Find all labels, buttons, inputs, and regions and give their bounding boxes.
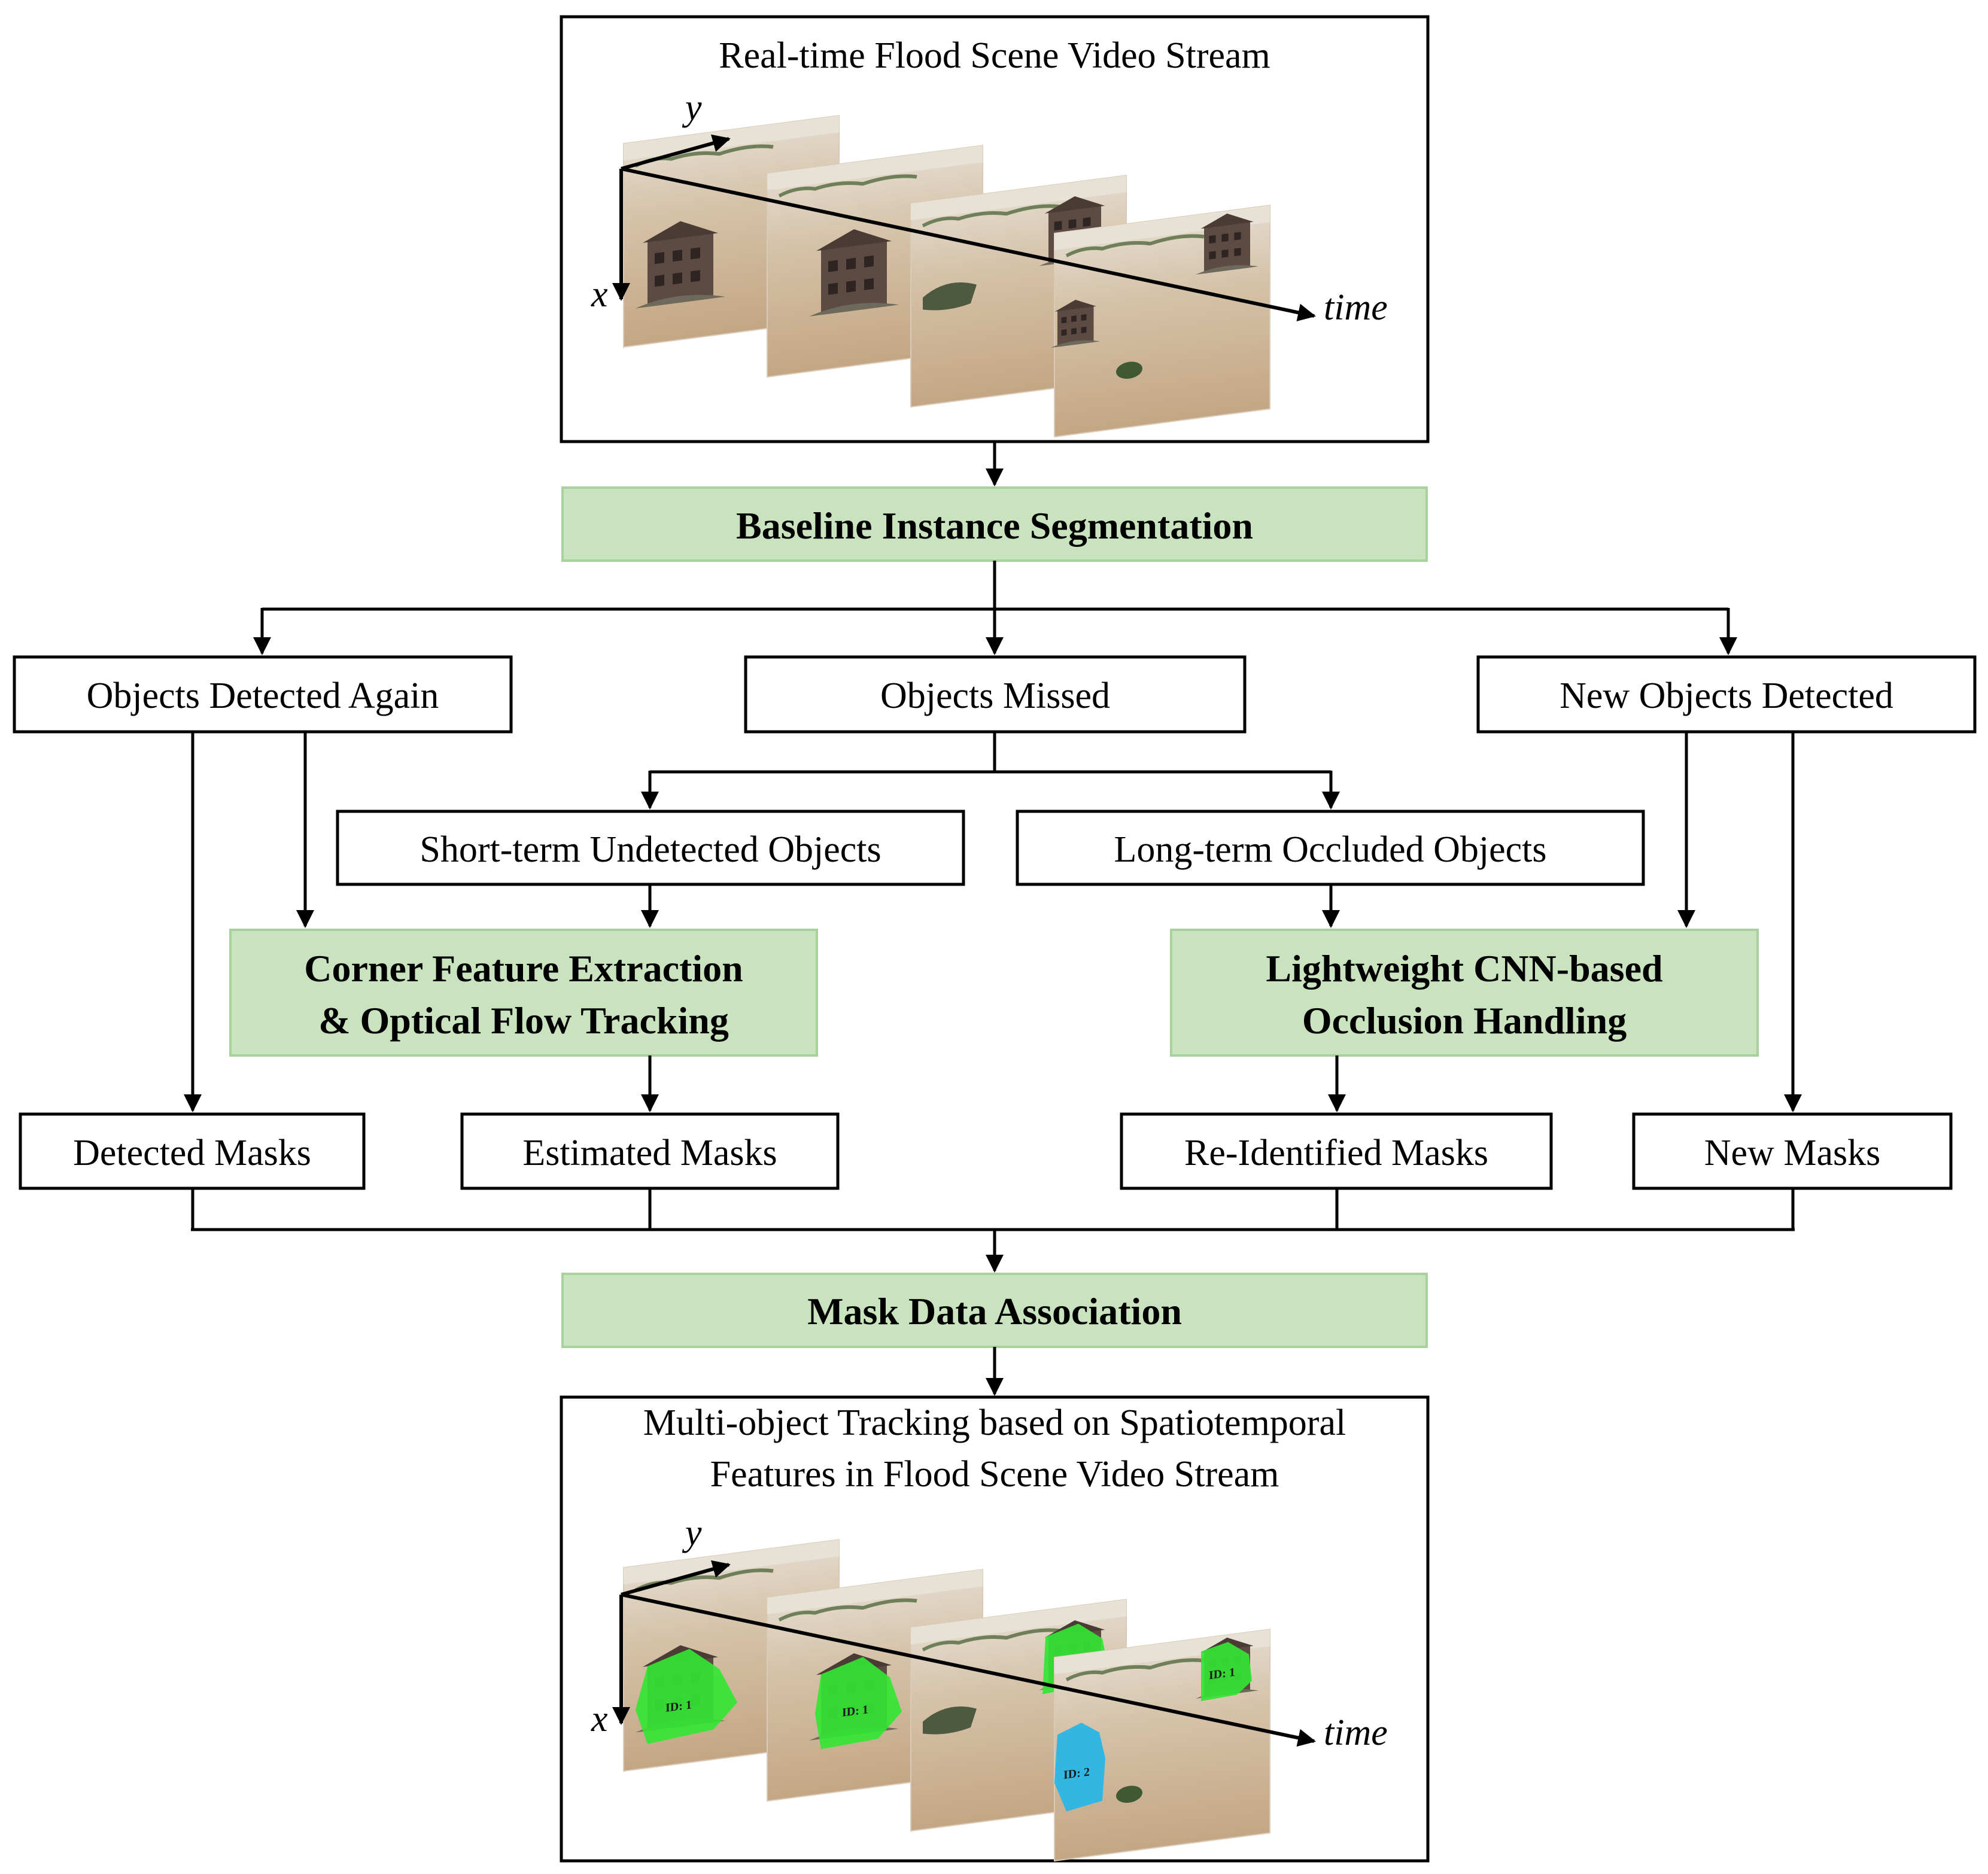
- detected-masks-box: Detected Masks: [19, 1112, 366, 1190]
- input-panel-title: Real-time Flood Scene Video Stream: [719, 35, 1270, 76]
- detected-masks-label: Detected Masks: [73, 1133, 311, 1173]
- y-axis-label: y: [682, 87, 702, 128]
- connectors-missed-split: [641, 732, 1340, 810]
- baseline-segmentation-label: Baseline Instance Segmentation: [736, 504, 1253, 547]
- new-objects-detected-box: New Objects Detected: [1476, 655, 1977, 734]
- long-term-occluded-label: Long-term Occluded Objects: [1114, 829, 1546, 870]
- connectors-segmentation-branches: [253, 561, 1737, 655]
- long-term-occluded-box: Long-term Occluded Objects: [1016, 810, 1645, 886]
- tracked-mask-id1-frame1: [636, 1648, 737, 1744]
- connectors-to-processes: [184, 732, 1802, 1112]
- output-y-axis-arrow: [621, 1560, 731, 1596]
- estimated-masks-box: Estimated Masks: [460, 1112, 840, 1190]
- connectors-to-masks: [641, 1055, 1346, 1112]
- input-panel: Real-time Flood Scene Video Stream: [560, 15, 1430, 443]
- estimated-masks-label: Estimated Masks: [522, 1133, 777, 1173]
- output-time-axis-label: time: [1324, 1712, 1388, 1753]
- tracked-frame-4: ID: 1 ID: 2: [1054, 1629, 1270, 1861]
- mask-data-association-label: Mask Data Association: [807, 1290, 1182, 1333]
- tracked-mask-id1-frame4: [1201, 1642, 1252, 1702]
- tracked-frame-2: ID: 1: [767, 1569, 983, 1801]
- output-y-axis-label: y: [682, 1513, 702, 1553]
- cnn-occlusion-handling-box: Lightweight CNN-based Occlusion Handling: [1170, 929, 1759, 1057]
- objects-detected-again-box: Objects Detected Again: [13, 655, 513, 734]
- video-frames-output: ID: 1 ID: 1 ID: 1 ID: 1 ID:: [624, 1540, 1270, 1861]
- short-term-undetected-box: Short-term Undetected Objects: [336, 810, 965, 886]
- corner-feature-label-line2: & Optical Flow Tracking: [318, 999, 729, 1042]
- output-panel-title-line1: Multi-object Tracking based on Spatiotem…: [643, 1403, 1346, 1443]
- connectors-merge-to-association: [191, 1188, 1795, 1273]
- corner-feature-label-line1: Corner Feature Extraction: [304, 947, 743, 990]
- objects-detected-again-label: Objects Detected Again: [87, 676, 439, 716]
- corner-feature-optical-flow-box: Corner Feature Extraction & Optical Flow…: [229, 929, 818, 1057]
- output-time-axis-arrow: [621, 1593, 1316, 1747]
- objects-missed-box: Objects Missed: [744, 655, 1247, 734]
- tracked-mask-id1-frame2: [815, 1657, 902, 1750]
- new-masks-label: New Masks: [1704, 1133, 1880, 1173]
- tracked-frame-1: ID: 1: [624, 1540, 839, 1771]
- baseline-segmentation-box: Baseline Instance Segmentation: [561, 486, 1428, 562]
- cnn-occlusion-label-line2: Occlusion Handling: [1302, 999, 1627, 1042]
- time-axis-label: time: [1324, 287, 1388, 328]
- time-axis-arrow: [621, 167, 1316, 322]
- video-frame-4: [1051, 205, 1270, 437]
- new-objects-detected-label: New Objects Detected: [1560, 676, 1893, 716]
- video-frames-input: [624, 115, 1270, 437]
- output-panel-title-line2: Features in Flood Scene Video Stream: [710, 1454, 1279, 1495]
- y-axis-arrow: [621, 134, 731, 171]
- cnn-occlusion-label-line1: Lightweight CNN-based: [1266, 947, 1662, 990]
- short-term-undetected-label: Short-term Undetected Objects: [420, 829, 881, 870]
- output-panel: Multi-object Tracking based on Spatiotem…: [560, 1395, 1430, 1861]
- reidentified-masks-label: Re-Identified Masks: [1184, 1133, 1488, 1173]
- new-masks-box: New Masks: [1632, 1112, 1953, 1190]
- tracked-mask-id2-frame4: [1054, 1723, 1105, 1812]
- x-axis-label: x: [591, 274, 608, 315]
- video-frame-3: [911, 175, 1126, 407]
- reidentified-masks-box: Re-Identified Masks: [1120, 1112, 1553, 1190]
- objects-missed-label: Objects Missed: [880, 676, 1110, 716]
- mask-data-association-box: Mask Data Association: [561, 1273, 1428, 1348]
- output-x-axis-label: x: [591, 1699, 608, 1739]
